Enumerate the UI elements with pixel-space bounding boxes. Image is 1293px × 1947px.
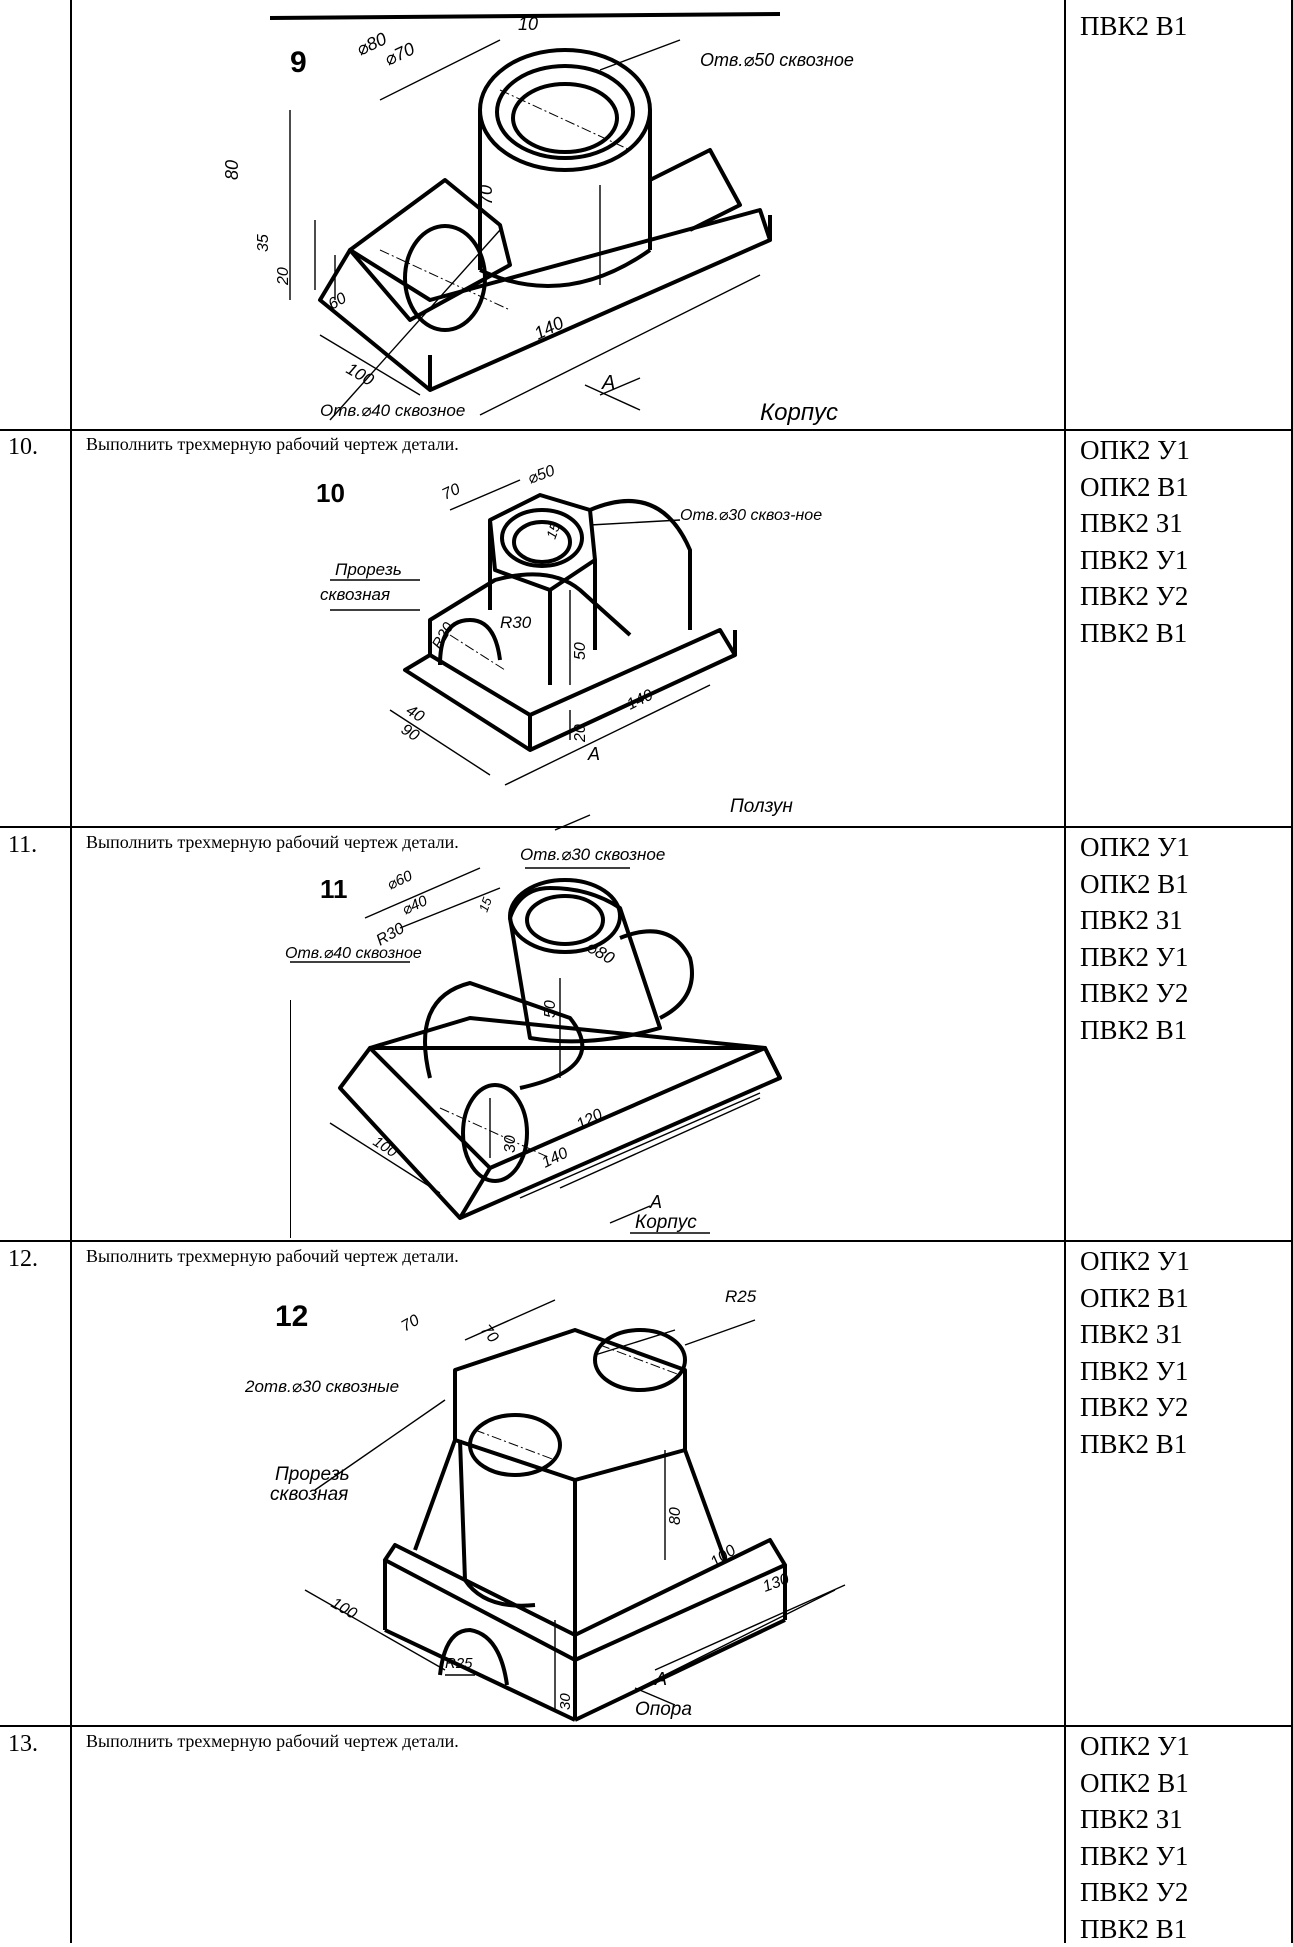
competency-code: ОПК2 У1 (1080, 1243, 1190, 1280)
competency-code: ПВК2 У1 (1080, 939, 1190, 976)
row-divider (0, 826, 1293, 828)
dim-label: 35 (255, 234, 272, 252)
competency-code: ПВК2 У2 (1080, 975, 1190, 1012)
competency-code: ПВК2 З1 (1080, 505, 1190, 542)
competency-code: ПВК2 У2 (1080, 1874, 1190, 1911)
competency-code: ОПК2 В1 (1080, 1280, 1190, 1317)
slot-note: Прорезь (275, 1464, 350, 1485)
row-divider (0, 1725, 1293, 1727)
dim-label: 30 (502, 1135, 519, 1153)
slot-note: сквозная (270, 1484, 348, 1505)
competency-code: ПВК2 В1 (1080, 1426, 1190, 1463)
dim-label: 80 (667, 1507, 684, 1525)
dim-label: 20 (275, 267, 292, 286)
hole-note: Отв.⌀50 сквозное (700, 50, 854, 70)
dim-label: 80 (222, 160, 242, 180)
dim-label: ⌀80 (583, 937, 618, 968)
dim-label: 50 (542, 1000, 559, 1018)
dim-label: 140 (624, 687, 656, 714)
hole-note: Отв.⌀40 сквозное (320, 401, 465, 420)
competency-code: ПВК2 З1 (1080, 1316, 1190, 1353)
competency-code: ОПК2 У1 (1080, 829, 1190, 866)
dim-label: 10 (518, 14, 538, 34)
competency-code: ПВК2 У1 (1080, 542, 1190, 579)
competency-code: ОПК2 В1 (1080, 1765, 1190, 1802)
slot-note: сквозная (320, 585, 390, 604)
view-label: A (601, 372, 615, 394)
dim-label: 30 (557, 1693, 574, 1710)
part-name: Корпус (760, 399, 838, 426)
dim-label: 120 (574, 1106, 606, 1134)
task-number: 11. (8, 832, 37, 859)
competency-codes: ОПК2 У1 ОПК2 В1 ПВК2 З1 ПВК2 У1 ПВК2 У2 … (1080, 1243, 1190, 1462)
dim-label: 70 (399, 1312, 423, 1336)
competency-code: ПВК2 В1 (1080, 1911, 1190, 1947)
figure-number: 10 (316, 478, 345, 508)
competency-code: ОПК2 В1 (1080, 469, 1190, 506)
dim-label: 140 (539, 1145, 571, 1172)
task-text: Выполнить трехмерную рабочий чертеж дета… (86, 832, 459, 853)
hole-note: Отв.⌀40 сквозное (285, 945, 422, 962)
drawing-polzun-10: 10 70 ⌀50 15 50 R20 R30 20 140 40 90 Отв… (290, 470, 890, 820)
competency-code: ПВК2 В1 (1080, 8, 1187, 45)
dim-label: 20 (572, 724, 589, 743)
competency-codes: ОПК2 У1 ОПК2 В1 ПВК2 З1 ПВК2 У1 ПВК2 У2 … (1080, 1728, 1190, 1947)
figure-number: 9 (290, 46, 307, 79)
competency-codes: ПВК2 В1 (1080, 8, 1187, 45)
competency-codes: ОПК2 У1 ОПК2 В1 ПВК2 З1 ПВК2 У1 ПВК2 У2 … (1080, 432, 1190, 651)
column-divider (70, 0, 72, 1943)
competency-code: ПВК2 З1 (1080, 1801, 1190, 1838)
competency-code: ПВК2 У1 (1080, 1353, 1190, 1390)
part-name: Ползун (730, 796, 793, 817)
dim-label: 70 (440, 481, 463, 504)
hole-note: Отв.⌀30 сквоз-ное (680, 507, 822, 524)
task-text: Выполнить трехмерную рабочий чертеж дета… (86, 1246, 459, 1267)
competency-code: ПВК2 В1 (1080, 615, 1190, 652)
competency-code: ОПК2 У1 (1080, 1728, 1190, 1765)
competency-code: ПВК2 У2 (1080, 578, 1190, 615)
slot-note: Прорезь (335, 560, 402, 579)
dim-label: 100 (370, 1133, 401, 1161)
dim-label: ⌀60 (385, 867, 416, 894)
figure-number: 11 (320, 874, 348, 904)
dim-label: R25 (725, 1287, 757, 1306)
view-label: A (649, 1192, 662, 1212)
competency-code: ПВК2 З1 (1080, 902, 1190, 939)
drawing-korpus-11: 11 ⌀60 ⌀40 15 R30 ⌀80 50 30 120 140 100 … (290, 868, 890, 1240)
drawing-opora-12: 12 70 R25 70 80 100 130 100 (245, 1290, 875, 1720)
competency-code: ПВК2 В1 (1080, 1012, 1190, 1049)
view-label: A (587, 744, 600, 764)
part-name: Опора (635, 1699, 692, 1720)
task-text: Выполнить трехмерную рабочий чертеж дета… (86, 434, 459, 455)
competency-code: ПВК2 У1 (1080, 1838, 1190, 1875)
part-name: Корпус (635, 1212, 697, 1233)
competency-code: ОПК2 У1 (1080, 432, 1190, 469)
dim-label: R25 (445, 1655, 473, 1672)
dim-label: 140 (531, 312, 567, 343)
figure-number: 12 (275, 1300, 308, 1333)
row-divider (0, 1240, 1293, 1242)
dim-label: R30 (500, 613, 532, 632)
dim-label: 50 (572, 642, 589, 660)
competency-code: ОПК2 В1 (1080, 866, 1190, 903)
row-divider (0, 429, 1293, 431)
view-label: A (654, 1669, 667, 1689)
task-number: 13. (8, 1731, 38, 1758)
hole-note: 2отв.⌀30 сквозные (244, 1377, 399, 1396)
competency-code: ПВК2 У2 (1080, 1389, 1190, 1426)
drawing-korpus-9: 9 ⌀80 ⌀70 10 80 35 20 70 (260, 0, 880, 428)
competency-codes: ОПК2 У1 ОПК2 В1 ПВК2 З1 ПВК2 У1 ПВК2 У2 … (1080, 829, 1190, 1048)
dim-label: 100 (343, 359, 378, 390)
dim-label: ⌀40 (400, 892, 431, 919)
column-divider (1064, 0, 1066, 1943)
dim-label: 15 (476, 895, 495, 914)
dim-label: 70 (476, 185, 496, 205)
task-number: 10. (8, 434, 38, 461)
task-text: Выполнить трехмерную рабочий чертеж дета… (86, 1731, 459, 1752)
task-number: 12. (8, 1246, 38, 1273)
hole-note: Отв.⌀30 сквозное (520, 845, 665, 864)
